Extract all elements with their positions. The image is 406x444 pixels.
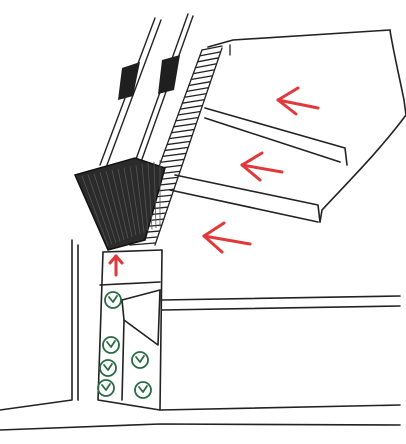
plant-symbol-icon: [100, 360, 116, 376]
building-volume-outline: [170, 30, 406, 222]
facade-slat: [180, 106, 202, 109]
facade-slat: [161, 159, 184, 162]
ground-and-walls: [0, 240, 400, 430]
plant-symbol-icon: [132, 352, 148, 368]
facade-slat: [171, 130, 193, 133]
facade-slat: [167, 142, 189, 145]
mast-collar-left: [118, 62, 140, 100]
facade-slat: [191, 76, 212, 80]
facade-slat: [200, 52, 220, 56]
facade-slat: [182, 100, 203, 103]
plant-symbols: [98, 292, 151, 398]
inflow-arrow-middle: [242, 153, 282, 180]
facade-slat: [189, 82, 210, 86]
facade-slat: [174, 124, 196, 127]
inflow-arrow-top: [278, 88, 318, 114]
facade-slat: [187, 88, 208, 92]
facade-slat: [165, 147, 188, 150]
inflow-arrow-bottom: [204, 223, 250, 252]
funnel-hopper: [75, 158, 165, 250]
facade-slat: [185, 94, 206, 98]
mast-collar-right: [158, 55, 180, 94]
facade-slat: [195, 64, 215, 68]
facade-slat: [193, 70, 214, 74]
facade-slat: [169, 136, 191, 139]
facade-slat: [176, 118, 198, 121]
plant-symbol-icon: [135, 382, 151, 398]
plant-symbol-icon: [105, 292, 121, 308]
facade-slat: [163, 153, 186, 156]
plant-symbol-icon: [98, 380, 114, 396]
facade-slat: [198, 58, 218, 62]
plant-symbol-icon: [103, 337, 119, 353]
facade-slat: [178, 112, 200, 115]
updraft-arrow: [110, 256, 122, 275]
